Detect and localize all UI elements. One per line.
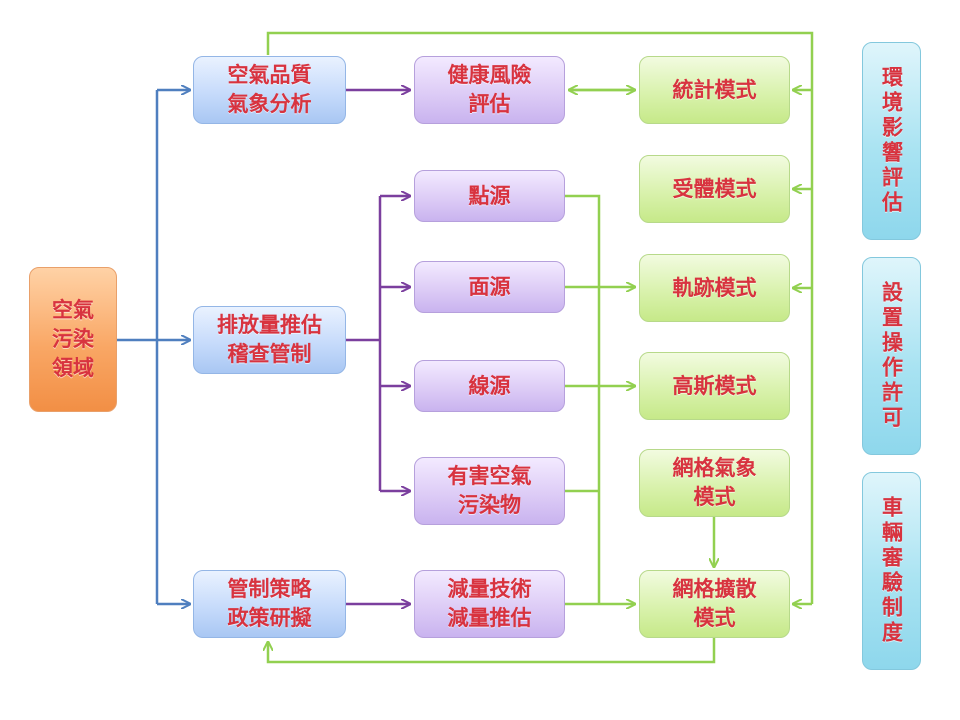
point-source-node: 點源	[414, 170, 565, 222]
emission-estimation-node: 排放量推估 稽查管制	[193, 306, 346, 374]
grid-meteorology-model-node: 網格氣象 模式	[639, 449, 790, 517]
permit-side-node: 設置操作許可	[862, 257, 921, 455]
control-policy-node: 管制策略 政策研擬	[193, 570, 346, 638]
grid-dispersion-model-node: 網格擴散 模式	[639, 570, 790, 638]
eia-side-node: 環境影響評估	[862, 42, 921, 240]
purple-connectors	[346, 90, 410, 604]
line-source-node: 線源	[414, 360, 565, 412]
hazardous-pollutant-node: 有害空氣 污染物	[414, 457, 565, 525]
trajectory-model-node: 軌跡模式	[639, 254, 790, 322]
air-pollution-domain-node: 空氣 污染 領域	[29, 267, 117, 412]
root-connectors	[117, 90, 190, 604]
eia-side-label: 環境影響評估	[879, 66, 904, 216]
receptor-model-node: 受體模式	[639, 155, 790, 223]
green-connectors	[268, 31, 814, 664]
area-source-node: 面源	[414, 261, 565, 313]
vehicle-side-node: 車輛審驗制度	[862, 472, 921, 670]
reduction-technology-node: 減量技術 減量推估	[414, 570, 565, 638]
vehicle-side-label: 車輛審驗制度	[879, 496, 904, 646]
statistical-model-node: 統計模式	[639, 56, 790, 124]
air-quality-meteorology-node: 空氣品質 氣象分析	[193, 56, 346, 124]
health-risk-node: 健康風險 評估	[414, 56, 565, 124]
permit-side-label: 設置操作許可	[879, 281, 904, 431]
gaussian-model-node: 高斯模式	[639, 352, 790, 420]
